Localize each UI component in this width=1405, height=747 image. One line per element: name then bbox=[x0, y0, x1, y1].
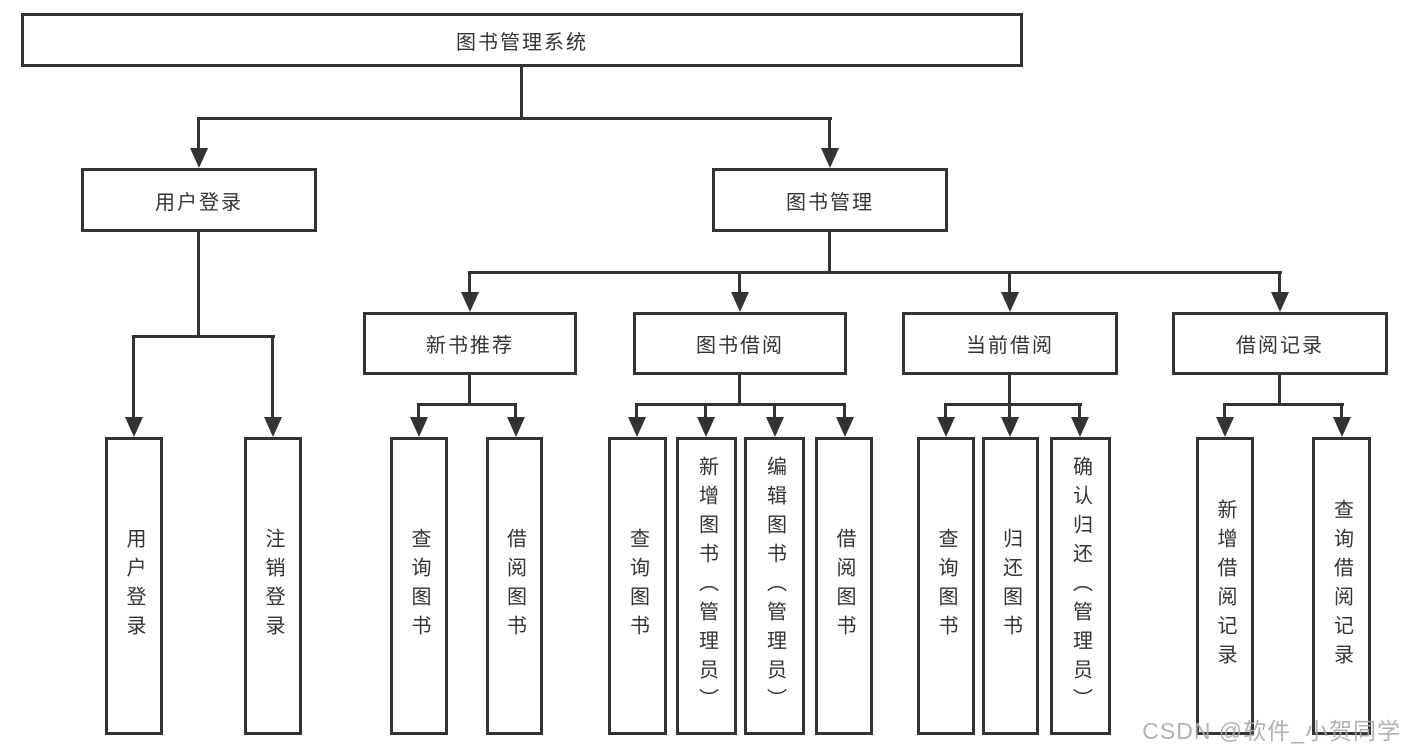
connector-line bbox=[1008, 375, 1011, 406]
node-borrowing-records: 借阅记录 bbox=[1172, 312, 1388, 375]
connector-line bbox=[197, 117, 832, 120]
connector-line bbox=[704, 403, 707, 420]
connector-line bbox=[1008, 271, 1011, 295]
arrowhead-down-icon bbox=[1333, 417, 1351, 437]
arrowhead-down-icon bbox=[190, 148, 208, 168]
connector-line bbox=[1278, 271, 1281, 295]
arrowhead-down-icon bbox=[836, 417, 854, 437]
connector-line bbox=[514, 403, 517, 420]
connector-line bbox=[417, 403, 517, 406]
node-user-login: 用户登录 bbox=[81, 168, 317, 232]
leaf-user-login: 用户登录 bbox=[105, 437, 163, 735]
arrowhead-down-icon bbox=[937, 417, 955, 437]
node-book-borrowing: 图书借阅 bbox=[633, 312, 847, 375]
arrowhead-down-icon bbox=[1001, 292, 1019, 312]
leaf-edit-book-admin: 编辑图书（管理员） bbox=[744, 437, 805, 735]
arrowhead-down-icon bbox=[410, 417, 428, 437]
connector-line bbox=[828, 232, 831, 274]
leaf-logout: 注销登录 bbox=[244, 437, 302, 735]
leaf-borrow-books-recommendation: 借阅图书 bbox=[486, 437, 543, 735]
arrowhead-down-icon bbox=[628, 417, 646, 437]
connector-line bbox=[1008, 403, 1011, 420]
leaf-query-books-borrowing: 查询图书 bbox=[608, 437, 667, 735]
connector-line bbox=[635, 403, 846, 406]
arrowhead-down-icon bbox=[697, 417, 715, 437]
leaf-query-books-recommendation: 查询图书 bbox=[390, 437, 448, 735]
leaf-borrow-books-borrowing: 借阅图书 bbox=[815, 437, 873, 735]
arrowhead-down-icon bbox=[1271, 292, 1289, 312]
connector-line bbox=[828, 117, 831, 151]
connector-line bbox=[1223, 403, 1226, 420]
leaf-query-borrow-record: 查询借阅记录 bbox=[1312, 437, 1371, 735]
connector-line bbox=[468, 271, 471, 295]
arrowhead-down-icon bbox=[507, 417, 525, 437]
connector-line bbox=[1340, 403, 1343, 420]
arrowhead-down-icon bbox=[461, 292, 479, 312]
connector-line bbox=[843, 403, 846, 420]
leaf-return-books: 归还图书 bbox=[982, 437, 1039, 735]
arrowhead-down-icon bbox=[1071, 417, 1089, 437]
connector-line bbox=[738, 375, 741, 406]
arrowhead-down-icon bbox=[264, 417, 282, 437]
connector-line bbox=[468, 375, 471, 406]
arrowhead-down-icon bbox=[125, 417, 143, 437]
connector-line bbox=[271, 335, 274, 420]
arrowhead-down-icon bbox=[766, 417, 784, 437]
node-library-management-system: 图书管理系统 bbox=[21, 13, 1023, 67]
arrowhead-down-icon bbox=[1001, 417, 1019, 437]
leaf-add-book-admin: 新增图书（管理员） bbox=[676, 437, 737, 735]
arrowhead-down-icon bbox=[731, 292, 749, 312]
connector-line bbox=[132, 335, 275, 338]
connector-line bbox=[132, 335, 135, 420]
leaf-confirm-return-admin: 确认归还（管理员） bbox=[1050, 437, 1111, 735]
connector-line bbox=[773, 403, 776, 420]
leaf-add-borrow-record: 新增借阅记录 bbox=[1196, 437, 1254, 735]
connector-line bbox=[417, 403, 420, 420]
node-book-management: 图书管理 bbox=[712, 168, 948, 232]
connector-line bbox=[1223, 403, 1344, 406]
connector-line bbox=[468, 271, 1282, 274]
connector-line bbox=[520, 66, 523, 120]
connector-line bbox=[944, 403, 947, 420]
connector-line bbox=[197, 232, 200, 338]
connector-line bbox=[635, 403, 638, 420]
connector-line bbox=[738, 271, 741, 295]
node-new-book-recommendation: 新书推荐 bbox=[363, 312, 577, 375]
csdn-watermark: CSDN @软件_小贺同学 bbox=[1142, 718, 1401, 744]
connector-line bbox=[944, 403, 1082, 406]
arrowhead-down-icon bbox=[821, 148, 839, 168]
connector-line bbox=[1078, 403, 1081, 420]
connector-line bbox=[197, 117, 200, 151]
node-current-borrowing: 当前借阅 bbox=[902, 312, 1118, 375]
arrowhead-down-icon bbox=[1216, 417, 1234, 437]
connector-line bbox=[1278, 375, 1281, 406]
leaf-query-books-current: 查询图书 bbox=[917, 437, 975, 735]
